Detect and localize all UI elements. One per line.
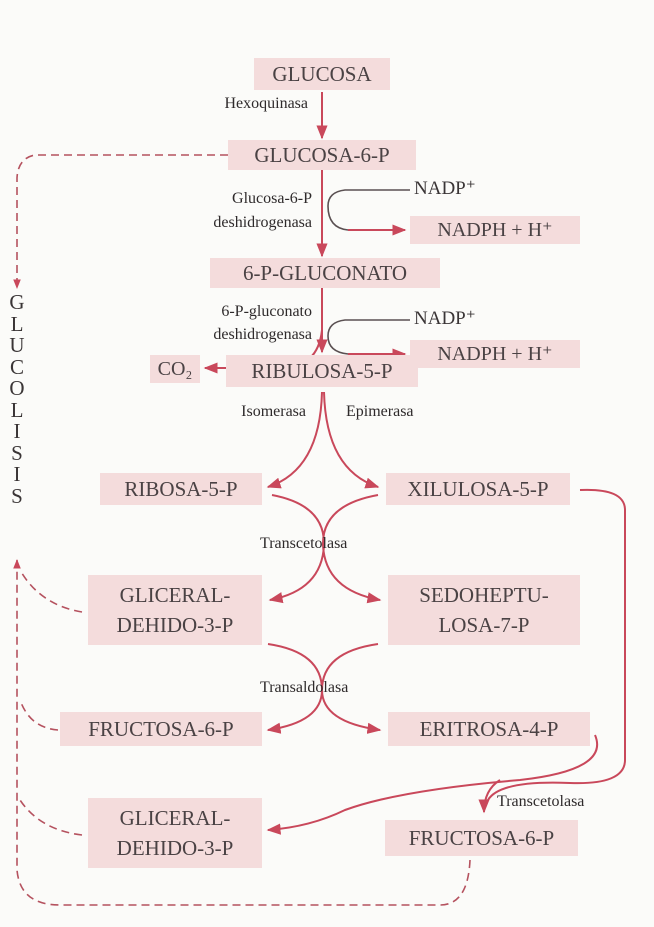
metabolite-ribulosa-5-p: RIBULOSA-5-P	[226, 355, 418, 387]
nadp-in-1	[327, 189, 410, 231]
arrow-to-ribosa	[266, 391, 323, 489]
gliceraldehido-line1: GLICERAL-	[119, 583, 231, 607]
glucolisis-letter: S	[11, 483, 23, 508]
dashed-gliceral-b	[19, 799, 83, 836]
dashed-fructosa-a	[19, 699, 59, 731]
enzyme-transcetolasa-2: Transcetolasa	[497, 793, 585, 810]
sedoheptulosa-line1: SEDOHEPTU-	[419, 583, 549, 607]
enzyme-g6pdh-line2: deshidrogenasa	[213, 214, 312, 231]
sedoheptulosa-line2: LOSA-7-P	[438, 613, 530, 637]
arrow-xilulosa-to-transcetolasa	[487, 488, 626, 801]
glucolisis-letter: C	[9, 354, 24, 379]
glucolisis-letter: I	[13, 462, 21, 486]
arrow-eritrosa-to-gliceral	[266, 734, 598, 835]
glucolisis-letter: I	[13, 419, 21, 443]
gliceraldehido-b-line1: GLICERAL-	[119, 806, 231, 830]
enzyme-transcetolasa-1: Transcetolasa	[260, 535, 348, 552]
enzyme-6pgdh-line2: deshidrogenasa	[213, 326, 312, 343]
product-co2: CO₂	[150, 355, 200, 383]
arrow-transaldolasa-to-eritrosa	[267, 643, 382, 734]
enzyme-isomerasa: Isomerasa	[241, 403, 306, 420]
metabolite-fructosa-6-p-b: FRUCTOSA-6-P	[385, 820, 578, 856]
glucolisis-letter: L	[10, 397, 24, 422]
glucolisis-letter: L	[10, 311, 24, 336]
arrow-to-xilulosa	[323, 391, 380, 489]
glucolisis-letter: U	[9, 333, 25, 357]
cofactor-nadph-2: NADPH + H⁺	[410, 340, 580, 368]
glucolisis-vertical-label: G L U C O L I S I S	[6, 290, 28, 508]
metabolite-xilulosa-5-p: XILULOSA-5-P	[386, 473, 570, 505]
glucolisis-letter: G	[9, 290, 25, 314]
metabolite-gliceraldehido-3-p-b: GLICERAL- DEHIDO-3-P	[88, 798, 262, 868]
metabolite-eritrosa-4-p: ERITROSA-4-P	[388, 712, 590, 746]
glucolisis-letter: S	[11, 440, 23, 465]
dashed-gliceral-a	[19, 569, 83, 613]
enzyme-epimerasa: Epimerasa	[346, 403, 414, 420]
metabolite-fructosa-6-p-a: FRUCTOSA-6-P	[60, 712, 262, 746]
metabolite-glucosa-6-p: GLUCOSA-6-P	[228, 140, 416, 170]
metabolite-sedoheptulosa-7-p: SEDOHEPTU- LOSA-7-P	[388, 575, 580, 645]
cofactor-nadp-1: NADP⁺	[414, 178, 476, 199]
nadp-in-2	[327, 319, 410, 355]
dashed-g6p-to-glucolisis	[13, 154, 228, 289]
cofactor-nadph-1: NADPH + H⁺	[410, 216, 580, 244]
metabolite-glucosa: GLUCOSA	[254, 58, 390, 90]
metabolite-ribosa-5-p: RIBOSA-5-P	[100, 473, 262, 505]
arrow-transcetolasa-to-sedohep	[321, 494, 382, 604]
enzyme-6pgdh-line1: 6-P-gluconato	[221, 303, 312, 320]
arrow-to-fructosa-b	[478, 779, 501, 814]
dashed-return-to-glucolisis	[13, 559, 471, 906]
enzyme-g6pdh-line1: Glucosa-6-P	[232, 190, 312, 207]
enzyme-hexoquinasa: Hexoquinasa	[224, 95, 308, 112]
gliceraldehido-line2: DEHIDO-3-P	[116, 613, 234, 637]
gliceraldehido-b-line2: DEHIDO-3-P	[116, 836, 234, 860]
enzyme-transaldolasa: Transaldolasa	[260, 679, 349, 696]
glucolisis-letter: O	[9, 376, 25, 400]
cofactor-nadp-2: NADP⁺	[414, 308, 476, 329]
metabolite-gliceraldehido-3-p-a: GLICERAL- DEHIDO-3-P	[88, 575, 262, 645]
metabolite-6-p-gluconato: 6-P-GLUCONATO	[210, 258, 440, 288]
